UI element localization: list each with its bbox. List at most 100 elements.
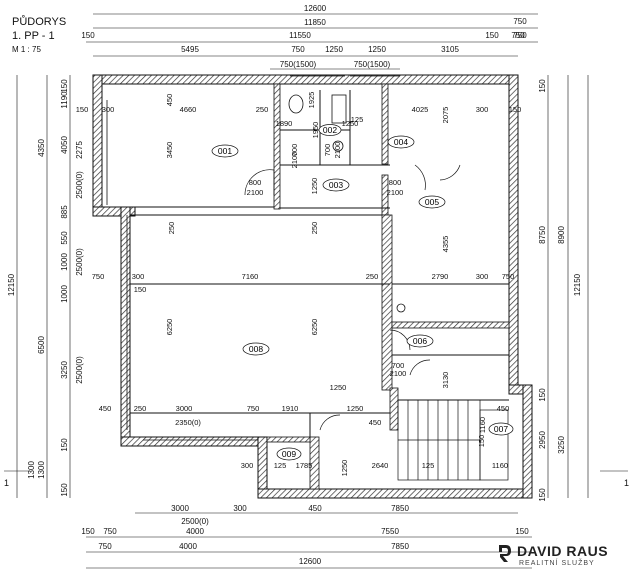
- window-lines: [106, 75, 400, 441]
- dim-left-mid-3: 1300: [37, 461, 46, 479]
- dim-top-3c: 750: [511, 31, 525, 40]
- room-labels: 001 002 003 004 005 006 007 008 009: [211, 124, 514, 461]
- dim-top-4a: 5495: [181, 45, 199, 54]
- floor-label: 1. PP - 1: [12, 30, 55, 42]
- room-label: 002: [323, 125, 337, 135]
- vertical-dimension-texts: 12150 4350 6500 1300 150 1190 4050 2275 …: [7, 79, 582, 502]
- interior-dimension: 800: [389, 178, 402, 187]
- interior-dimension: 250: [256, 105, 269, 114]
- interior-dimension: 450: [99, 404, 112, 413]
- dim-top-3a: 150: [81, 31, 95, 40]
- dim-top-2: 11850: [304, 18, 326, 27]
- interior-dimension: 125: [351, 115, 364, 124]
- dim-bottom-total: 12600: [299, 557, 322, 566]
- interior-dimension: 750: [247, 404, 260, 413]
- interior-walls: [266, 83, 510, 490]
- interior-dimension: 150: [134, 285, 147, 294]
- dim-left-inner: 2500(0): [75, 356, 84, 384]
- interior-dimension: 1250: [330, 383, 347, 392]
- door-swings: [244, 164, 461, 431]
- interior-dimension: 3000: [176, 404, 193, 413]
- interior-dimension: 2100: [390, 369, 407, 378]
- dim-left-inner: 150: [60, 79, 69, 93]
- dim-top-3b: 150: [485, 31, 499, 40]
- interior-dimension: 150: [509, 105, 522, 114]
- dim-right-inner: 150: [538, 388, 547, 402]
- dim-right-mid-2: 3250: [557, 436, 566, 454]
- room-label: 001: [218, 146, 232, 156]
- interior-dimension: 800: [249, 178, 262, 187]
- interior-dimension: 450: [369, 418, 382, 427]
- interior-dimension: 2100: [290, 152, 299, 169]
- outer-walls: [92, 74, 533, 499]
- dim-bottom-3: 450: [308, 504, 322, 513]
- dim-bottom-r3b: 750: [103, 527, 117, 536]
- drawing-title-block: PŮDORYS 1. PP - 1 M 1 : 75: [12, 15, 66, 57]
- dim-left-inner: 2500(0): [75, 171, 84, 199]
- dim-left-inner: 1000: [60, 253, 69, 271]
- dim-top-4c: 1250: [325, 45, 343, 54]
- dimension-lines: [4, 13, 628, 569]
- logo-mark-icon: [499, 545, 511, 562]
- dim-bottom-r3c: 4000: [186, 527, 204, 536]
- room-label: 009: [282, 449, 296, 459]
- room-label: 008: [249, 344, 263, 354]
- dim-bottom-r4c: 7850: [391, 542, 409, 551]
- interior-dimension: 2350(0): [175, 418, 201, 427]
- interior-dimension: 300: [476, 272, 489, 281]
- interior-dimension: 1160: [492, 461, 508, 470]
- section-markers: 1 1: [4, 478, 629, 488]
- interior-dimension: 7160: [242, 272, 259, 281]
- room-label: 005: [425, 197, 439, 207]
- dim-bottom-2: 300: [233, 504, 247, 513]
- interior-dimension: 1250: [342, 119, 359, 128]
- scale-label: M 1 : 75: [12, 45, 41, 54]
- interior-dimension: 700: [392, 361, 405, 370]
- interior-dimension: 1250: [347, 404, 364, 413]
- dim-bottom-r3d: 7550: [381, 527, 399, 536]
- dim-left-inner: 150: [60, 483, 69, 497]
- dim-top-right: 750: [513, 17, 527, 26]
- interior-dimension: 4025: [412, 105, 429, 114]
- dim-right-inner: 150: [538, 488, 547, 502]
- dim-top-4d: 1250: [368, 45, 386, 54]
- logo-tagline: REALITNÍ SLUŽBY: [519, 560, 595, 567]
- plan-title: PŮDORYS: [12, 16, 67, 28]
- interior-dimension: 450: [497, 404, 510, 413]
- interior-dimension: 2100: [333, 142, 342, 159]
- interior-dimension: 2075: [441, 107, 450, 124]
- interior-dimension: 1950: [311, 122, 320, 139]
- dim-bottom-r3a: 150: [81, 527, 95, 536]
- interior-dimension: 450: [165, 94, 174, 107]
- room-label: 007: [494, 424, 508, 434]
- interior-dimension: 700: [323, 144, 332, 157]
- interior-dimension: 250: [366, 272, 379, 281]
- interior-dimension: 1910: [282, 404, 299, 413]
- interior-dimension: 125: [422, 461, 435, 470]
- interior-dimension: 2100: [247, 188, 264, 197]
- interior-dimension: 750: [92, 272, 105, 281]
- interior-dimension: 125: [274, 461, 287, 470]
- dim-bottom-r4a: 750: [98, 542, 112, 551]
- interior-dimension: 1160: [478, 417, 487, 433]
- company-logo: DAVID RAUS REALITNÍ SLUŽBY: [497, 543, 608, 568]
- dim-left-inner: 150: [60, 438, 69, 452]
- dim-left-inner: 1190: [60, 91, 69, 109]
- interior-dimension: 150: [477, 435, 486, 448]
- dim-window-1: 750(1500): [280, 60, 317, 69]
- dim-bottom-4: 7850: [391, 504, 409, 513]
- interior-dimension: 1890: [276, 119, 293, 128]
- dim-top-4b: 750: [291, 45, 305, 54]
- section-marker-right: 1: [624, 478, 629, 488]
- logo-brand: DAVID RAUS: [517, 543, 609, 559]
- dim-right-outer: 12150: [573, 273, 582, 296]
- dim-bottom-r2: 2500(0): [181, 517, 209, 526]
- dim-left-inner: 1000: [60, 285, 69, 303]
- dim-left-mid-1: 4350: [37, 139, 46, 157]
- room-label: 004: [394, 137, 408, 147]
- interior-dimension: 6250: [310, 319, 319, 336]
- dim-left-outer: 12150: [7, 273, 16, 296]
- interior-dimension: 6250: [165, 319, 174, 336]
